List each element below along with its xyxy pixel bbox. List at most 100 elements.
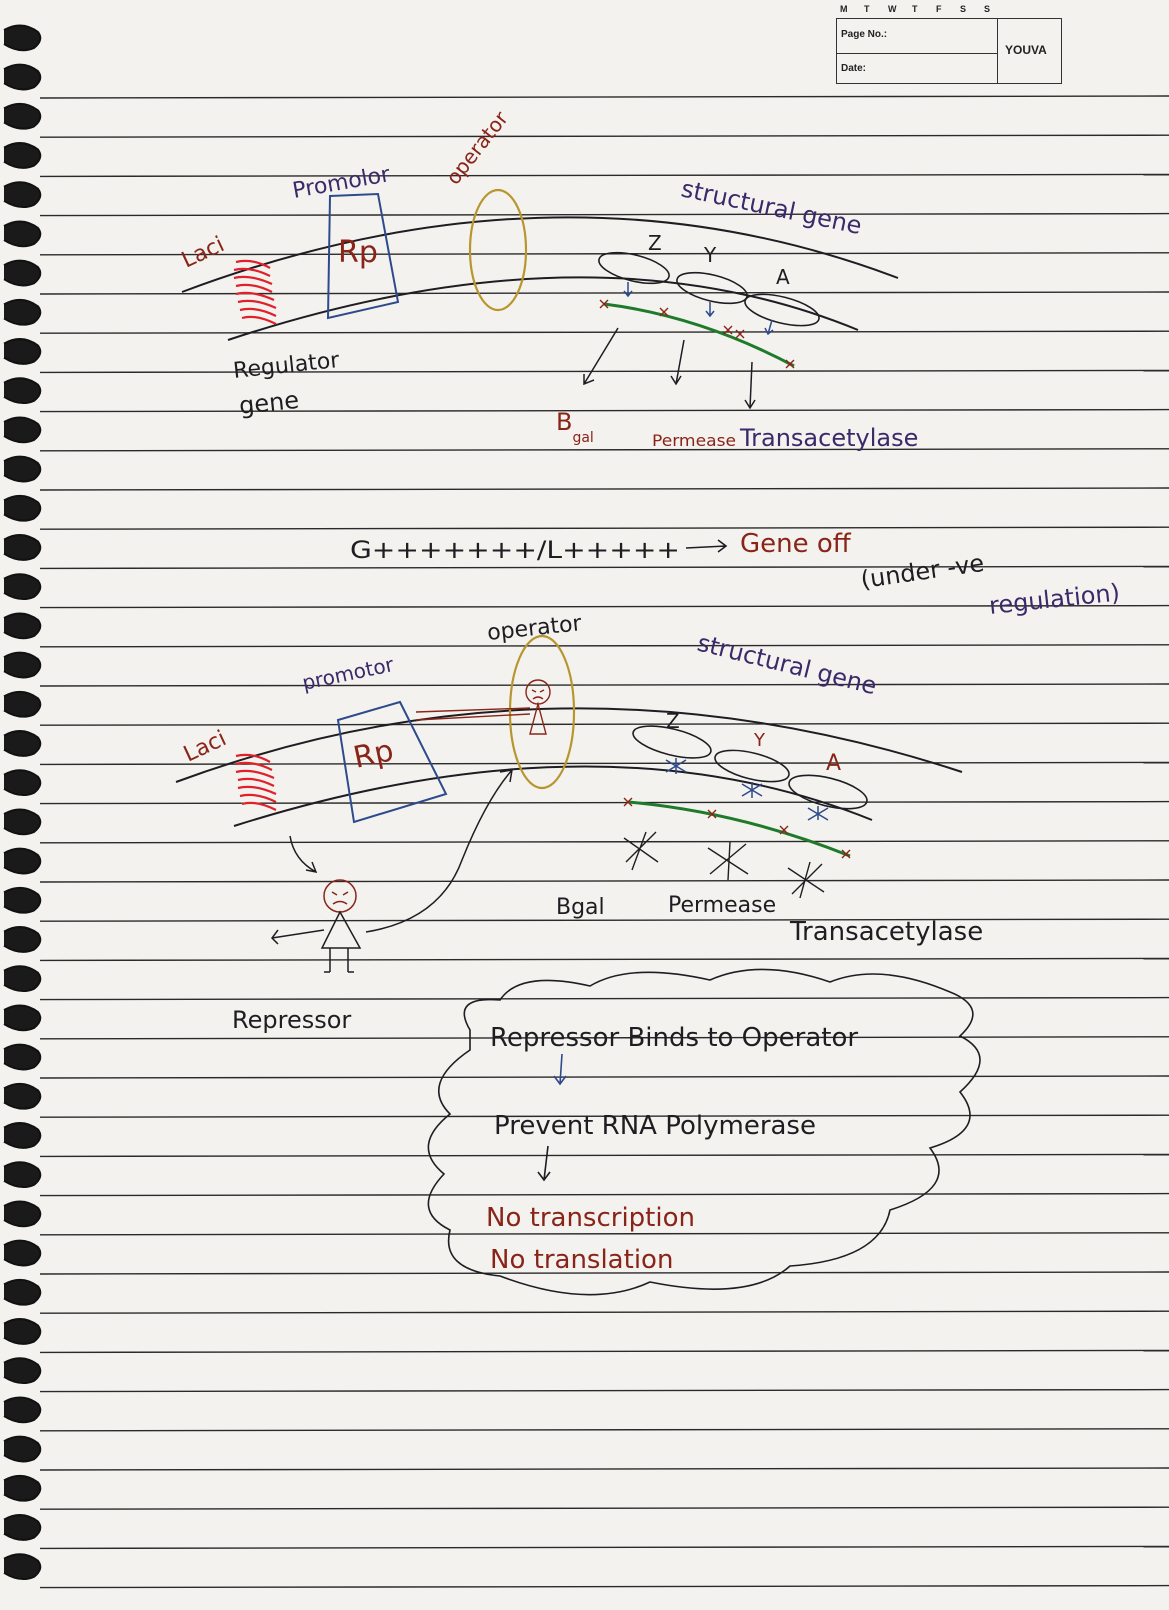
day-s2: S	[984, 4, 991, 14]
cloud-outline	[427, 968, 981, 1296]
spiral-ring	[3, 220, 42, 248]
laci2-coil	[235, 753, 277, 811]
gene-z-oval	[598, 251, 670, 285]
spiral-ring	[3, 1357, 42, 1385]
laci-label: Laci	[178, 232, 228, 273]
rp2-label: Rp	[350, 733, 396, 776]
spiral-ring	[3, 1514, 42, 1541]
gene2-y-oval	[714, 749, 790, 783]
spiral-ring	[3, 259, 42, 287]
spiral-ring	[3, 612, 42, 640]
gene-y-oval	[676, 271, 748, 305]
regulation-note-line1: (under -ve	[859, 549, 986, 594]
dna-strand-upper	[181, 216, 899, 293]
gene2-a-label: A	[826, 751, 841, 776]
genotype-arrow	[685, 539, 728, 553]
dna2-strand-upper	[175, 707, 963, 783]
bound-repressor-figure	[415, 679, 551, 735]
ruled-line	[39, 448, 1169, 452]
ruled-lines	[39, 95, 1169, 1589]
product-arrows	[583, 327, 756, 410]
ruled-line	[39, 840, 1169, 844]
spiral-ring	[3, 1396, 42, 1424]
spiral-ring	[3, 1553, 42, 1581]
spiral-ring	[3, 24, 42, 52]
transacetylase2-label: Transacetylase	[789, 917, 983, 947]
bgal2-label: Bgal	[556, 895, 605, 920]
ruled-line	[39, 212, 1169, 217]
bgal-sub: gal	[572, 430, 593, 446]
ruled-line	[39, 1232, 1169, 1236]
spiral-ring	[3, 1278, 42, 1306]
down-arrows-genes	[623, 282, 774, 336]
genotype-label: G+++++++/L+++++	[350, 536, 680, 564]
spiral-ring	[3, 1004, 42, 1032]
diagram-negative-control-gene-off: Laci Rp Promolor operator structural gen…	[178, 106, 918, 452]
ruled-line	[39, 918, 1169, 922]
day-s: S	[960, 4, 967, 14]
spiral-ring	[3, 1318, 42, 1345]
spiral-ring	[3, 1161, 42, 1189]
ruled-line	[39, 683, 1169, 687]
spiral-ring	[3, 965, 42, 993]
ruled-line	[39, 761, 1169, 766]
ruled-line	[39, 369, 1169, 374]
brand-label: YOUVA	[1005, 43, 1047, 57]
ruled-line	[39, 134, 1169, 138]
spiral-ring	[3, 142, 42, 169]
header-divider	[837, 53, 997, 54]
ruled-line	[39, 173, 1169, 178]
regulator-label-line1: Regulator	[232, 348, 341, 384]
ruled-line	[39, 1192, 1169, 1197]
permease-label: Permease	[652, 431, 736, 450]
mrna-ribosome-marks	[599, 299, 795, 369]
bgal-label: Bgal	[556, 408, 594, 446]
laci-coil	[233, 259, 277, 325]
ruled-line	[39, 95, 1169, 99]
rp-label: Rp	[338, 235, 378, 270]
ruled-line	[39, 1114, 1169, 1118]
ruled-line	[39, 879, 1169, 883]
ruled-line	[39, 1428, 1169, 1432]
day-f: F	[936, 4, 942, 14]
ruled-line	[39, 565, 1169, 570]
spiral-ring	[3, 1122, 42, 1149]
page-info: Page No.: Date:	[837, 19, 998, 83]
day-w: W	[888, 4, 897, 14]
spiral-ring	[3, 298, 42, 326]
spiral-ring	[3, 455, 42, 483]
free-repressor-figure	[271, 769, 513, 973]
promotor-box	[326, 192, 400, 320]
spiral-ring	[3, 416, 42, 444]
cloud-arrow1	[553, 1053, 567, 1086]
cloud-line3: No transcription	[486, 1203, 695, 1233]
ruled-line	[39, 408, 1169, 413]
gene2-z-oval	[632, 725, 712, 759]
spiral-ring	[3, 1082, 42, 1110]
mrna2-ribosome-marks	[623, 797, 851, 859]
structural-gene2-label: structural gene	[695, 629, 880, 701]
repressor-label: Repressor	[232, 1006, 351, 1034]
spiral-ring	[3, 730, 42, 757]
laci2-label: Laci	[180, 726, 230, 767]
transacetylase-label: Transacetylase	[739, 424, 918, 452]
date-label: Date:	[841, 63, 867, 74]
ruled-line	[39, 1545, 1169, 1550]
ruled-line	[39, 800, 1169, 805]
dna2-strand-lower	[233, 765, 873, 827]
spiral-ring	[3, 63, 42, 91]
operator2-label: operator	[486, 611, 584, 646]
page-header-box: Page No.: Date: YOUVA	[836, 18, 1062, 84]
dna-strand-lower	[227, 276, 859, 341]
ruled-line	[39, 1036, 1169, 1040]
genotype-statement: G+++++++/L+++++ Gene off (under -ve regu…	[350, 529, 1121, 620]
spiral-ring	[3, 847, 42, 875]
spiral-ring	[3, 690, 42, 718]
promotor2-label: promotor	[300, 652, 396, 695]
gene2-y-label: Y	[753, 730, 766, 751]
gene-a-label: A	[776, 265, 790, 289]
bgal-b: B	[556, 408, 572, 436]
day-t: T	[864, 4, 870, 14]
spiral-binding	[3, 24, 42, 1581]
